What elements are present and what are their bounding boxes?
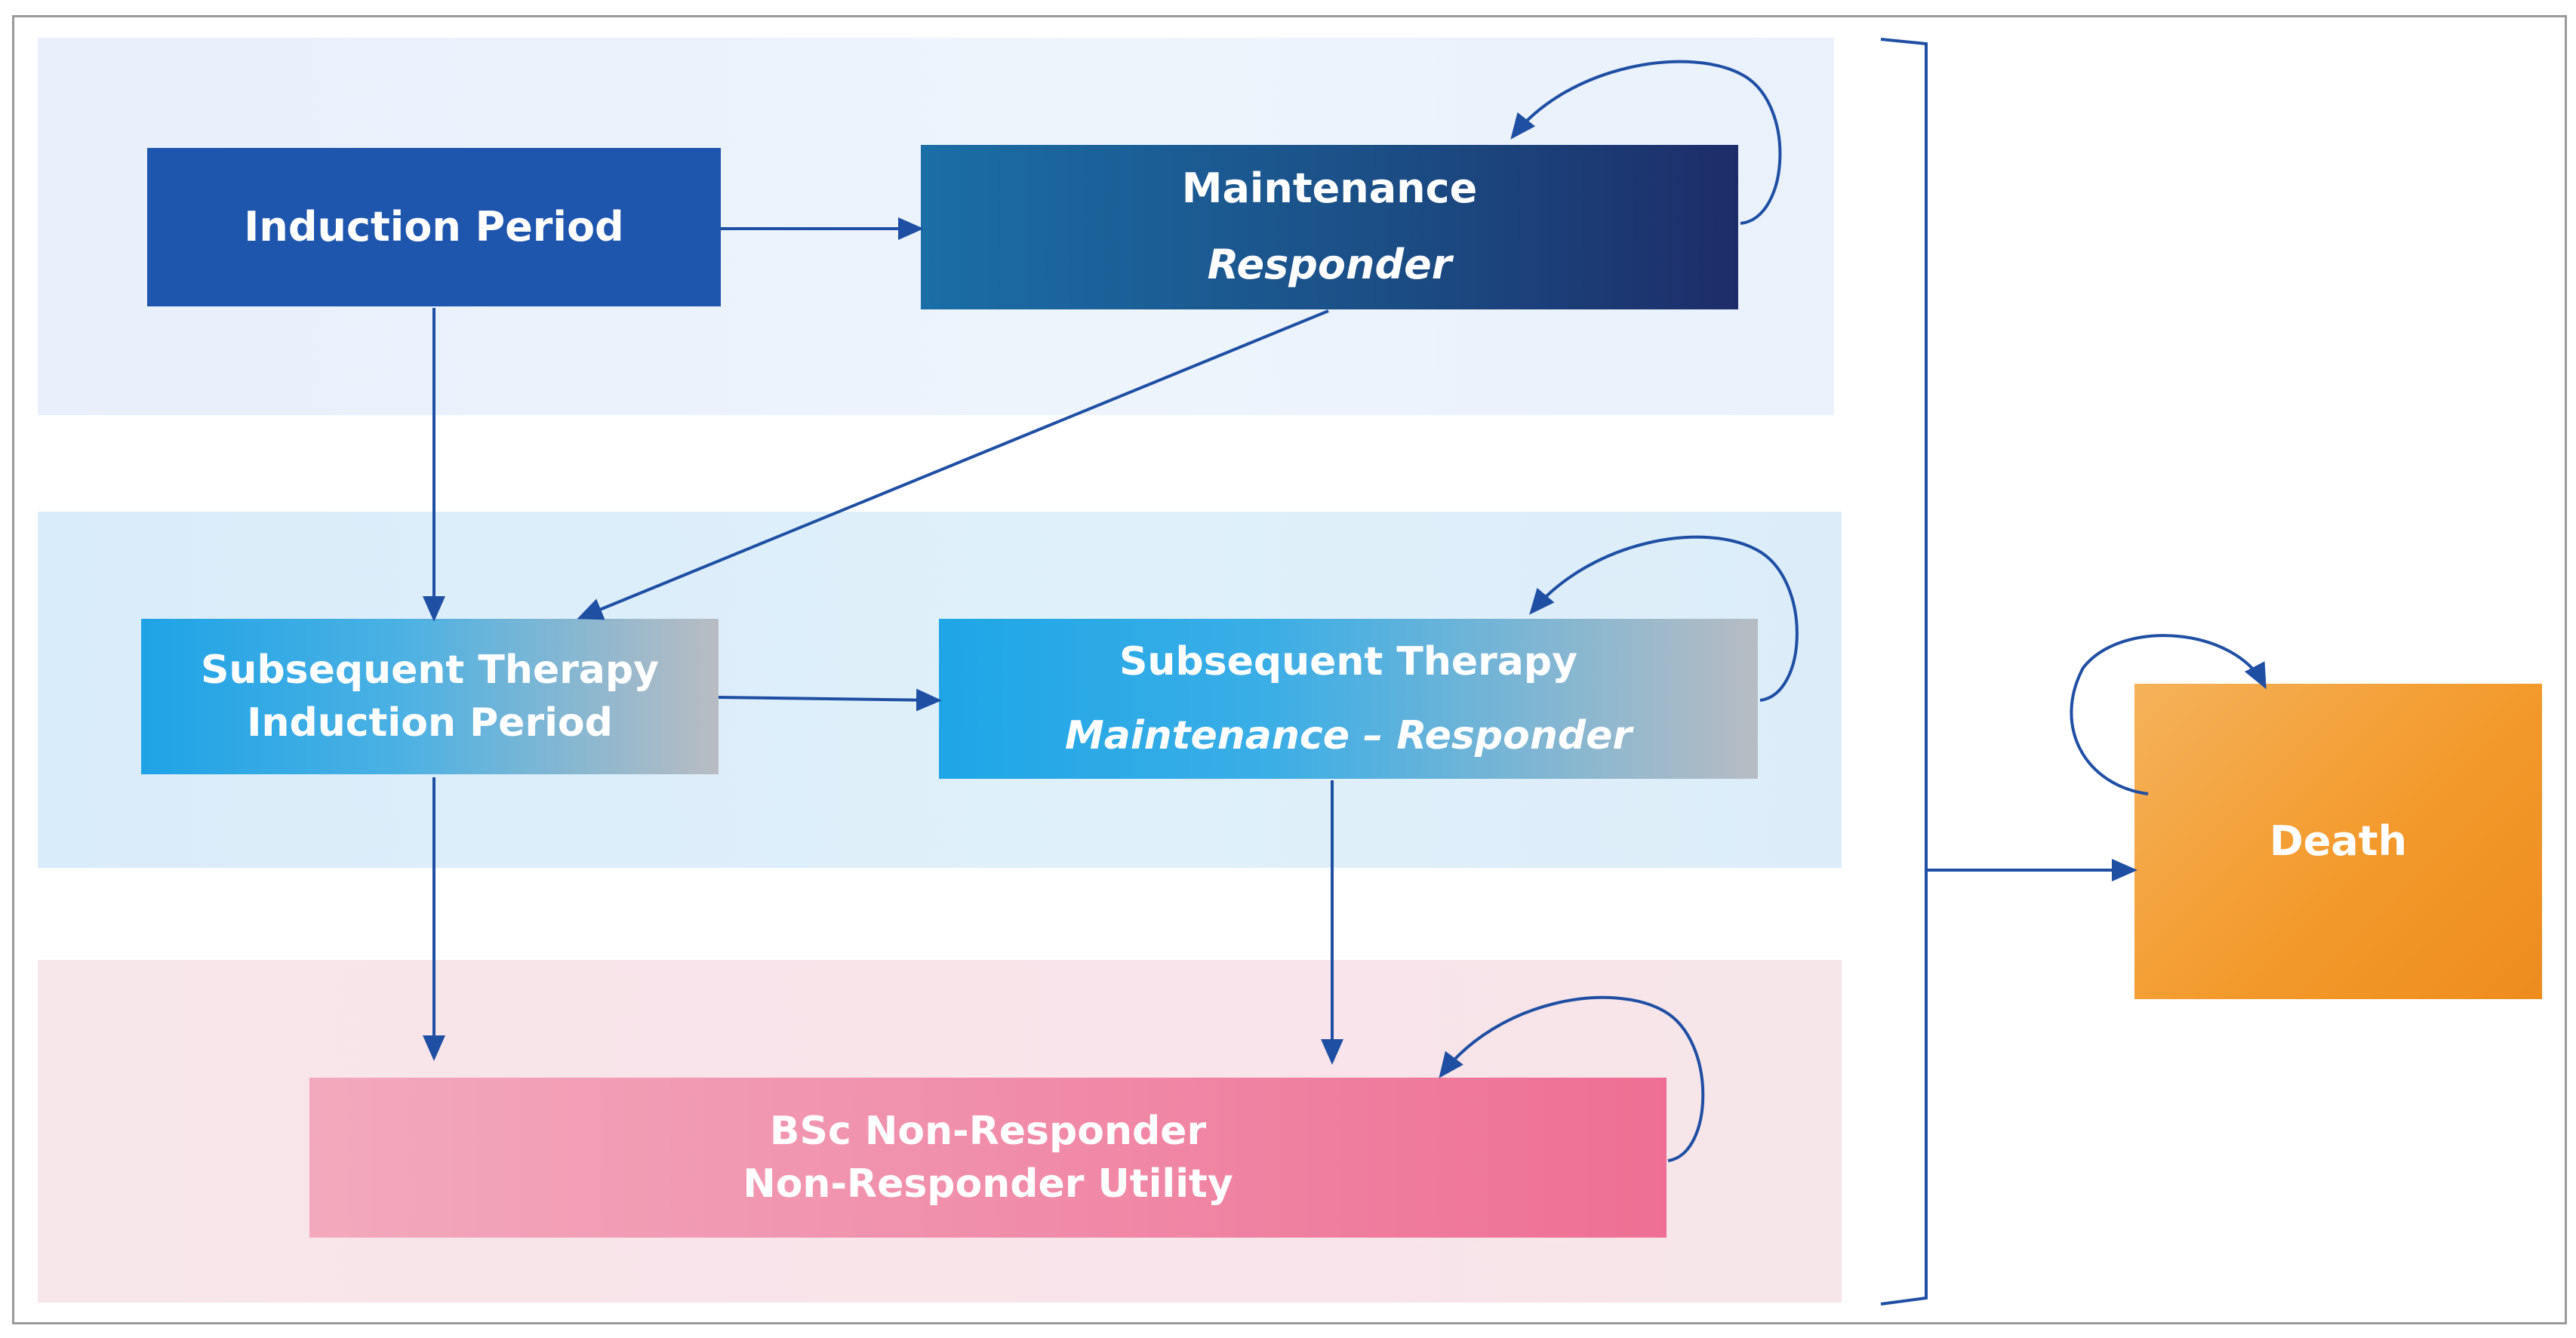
arrow-subsequent-induction-to-maintenance	[718, 688, 942, 712]
diagram-frame	[12, 15, 2567, 1324]
maintenance-self-loop-arrow	[1510, 60, 1782, 225]
bsc-non-responder-line2: Non-Responder Utility	[743, 1161, 1233, 1207]
subsequent-therapy-maintenance-line2: Maintenance – Responder	[1064, 713, 1632, 758]
death-label: Death	[2269, 817, 2408, 865]
maintenance-responder-node: Maintenance Responder	[921, 145, 1738, 309]
all-states-bracket	[1880, 38, 1928, 1306]
subsequent-therapy-induction-line2: Induction Period	[247, 700, 613, 746]
death-self-loop-arrow	[2070, 634, 2267, 795]
bsc-non-responder-line1: BSc Non-Responder	[769, 1108, 1207, 1154]
responder-label: Responder	[1207, 241, 1452, 288]
arrow-maintenance-to-subsequent-induction	[577, 309, 1329, 620]
subsequent-therapy-maintenance-line1: Subsequent Therapy	[1119, 638, 1577, 684]
subsequent-therapy-maintenance-node: Subsequent Therapy Maintenance – Respond…	[939, 619, 1758, 779]
subsequent-therapy-induction-node: Subsequent Therapy Induction Period	[141, 619, 719, 774]
induction-period-node: Induction Period	[147, 148, 721, 306]
death-node: Death	[2134, 684, 2542, 999]
induction-period-label: Induction Period	[244, 202, 624, 251]
subsequent-maintenance-self-loop-arrow	[1529, 535, 1799, 702]
subsequent-therapy-induction-line1: Subsequent Therapy	[200, 647, 659, 693]
maintenance-label: Maintenance	[1181, 165, 1478, 213]
bsc-non-responder-node: BSc Non-Responder Non-Responder Utility	[309, 1078, 1667, 1238]
bsc-self-loop-arrow	[1439, 995, 1705, 1162]
